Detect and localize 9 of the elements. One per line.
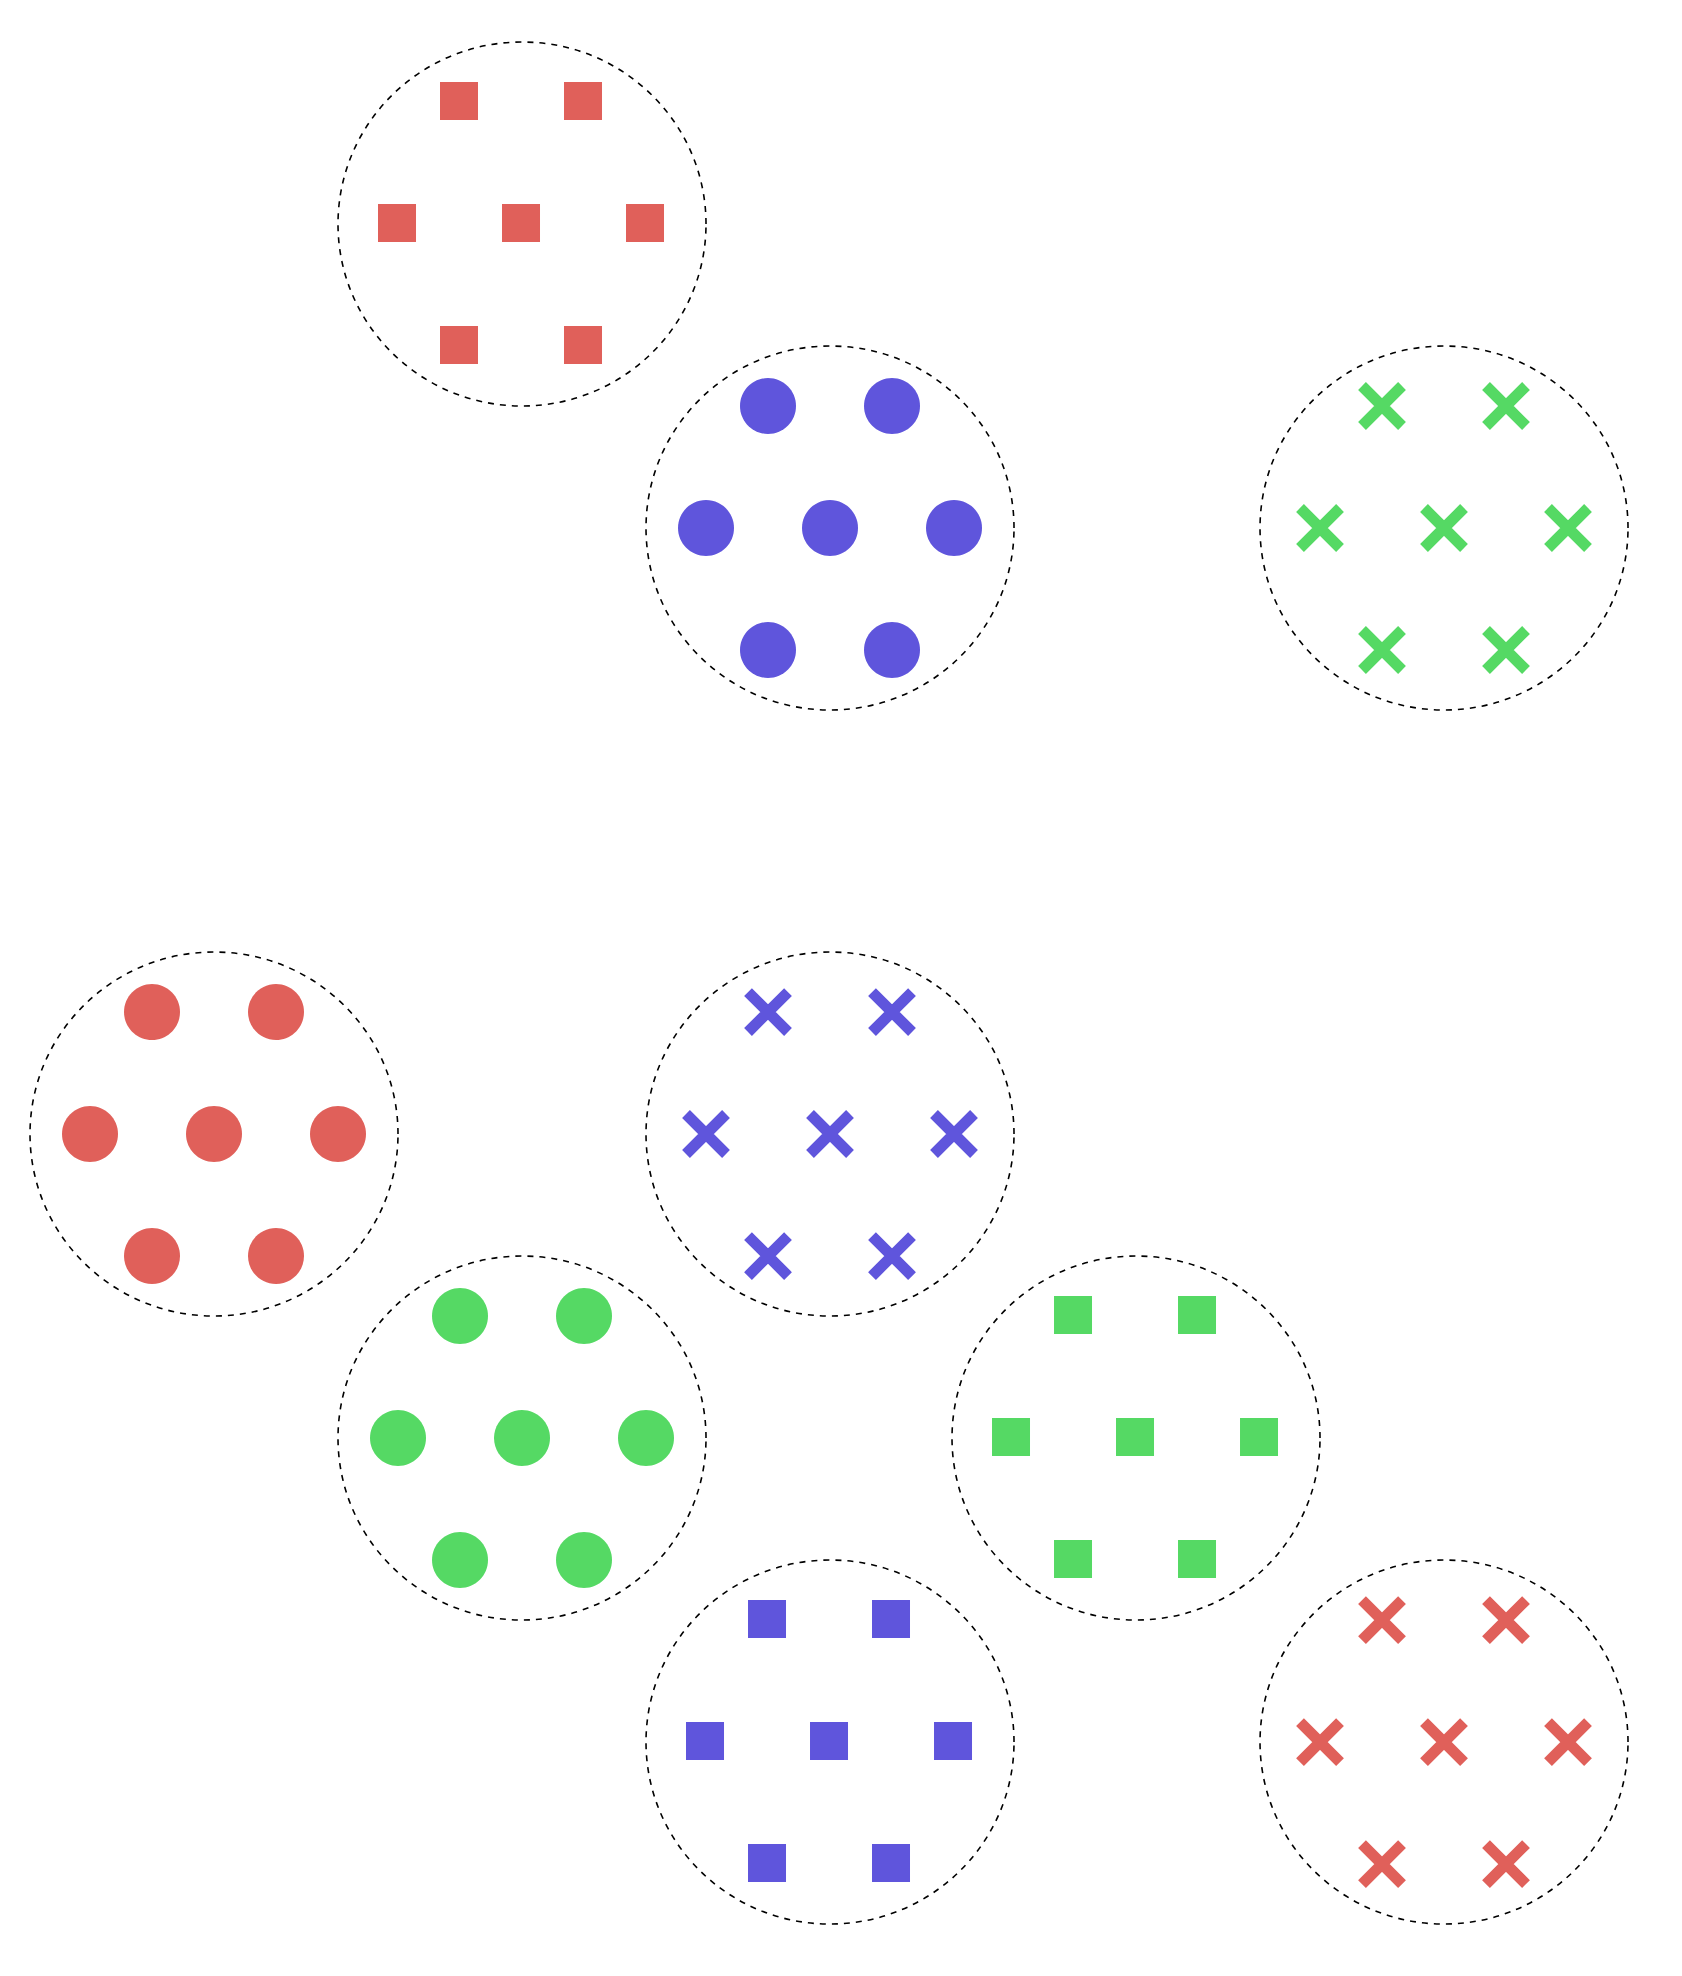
dashed-circle [951, 1255, 1321, 1621]
dashed-circle [337, 41, 707, 407]
dashed-circle [29, 951, 399, 1317]
dashed-circle [1259, 1559, 1629, 1925]
dashed-circle [337, 1255, 707, 1621]
dashed-circle [645, 951, 1015, 1317]
dashed-circle [645, 1559, 1015, 1925]
dashed-circle [645, 345, 1015, 711]
dashed-circle [1259, 345, 1629, 711]
